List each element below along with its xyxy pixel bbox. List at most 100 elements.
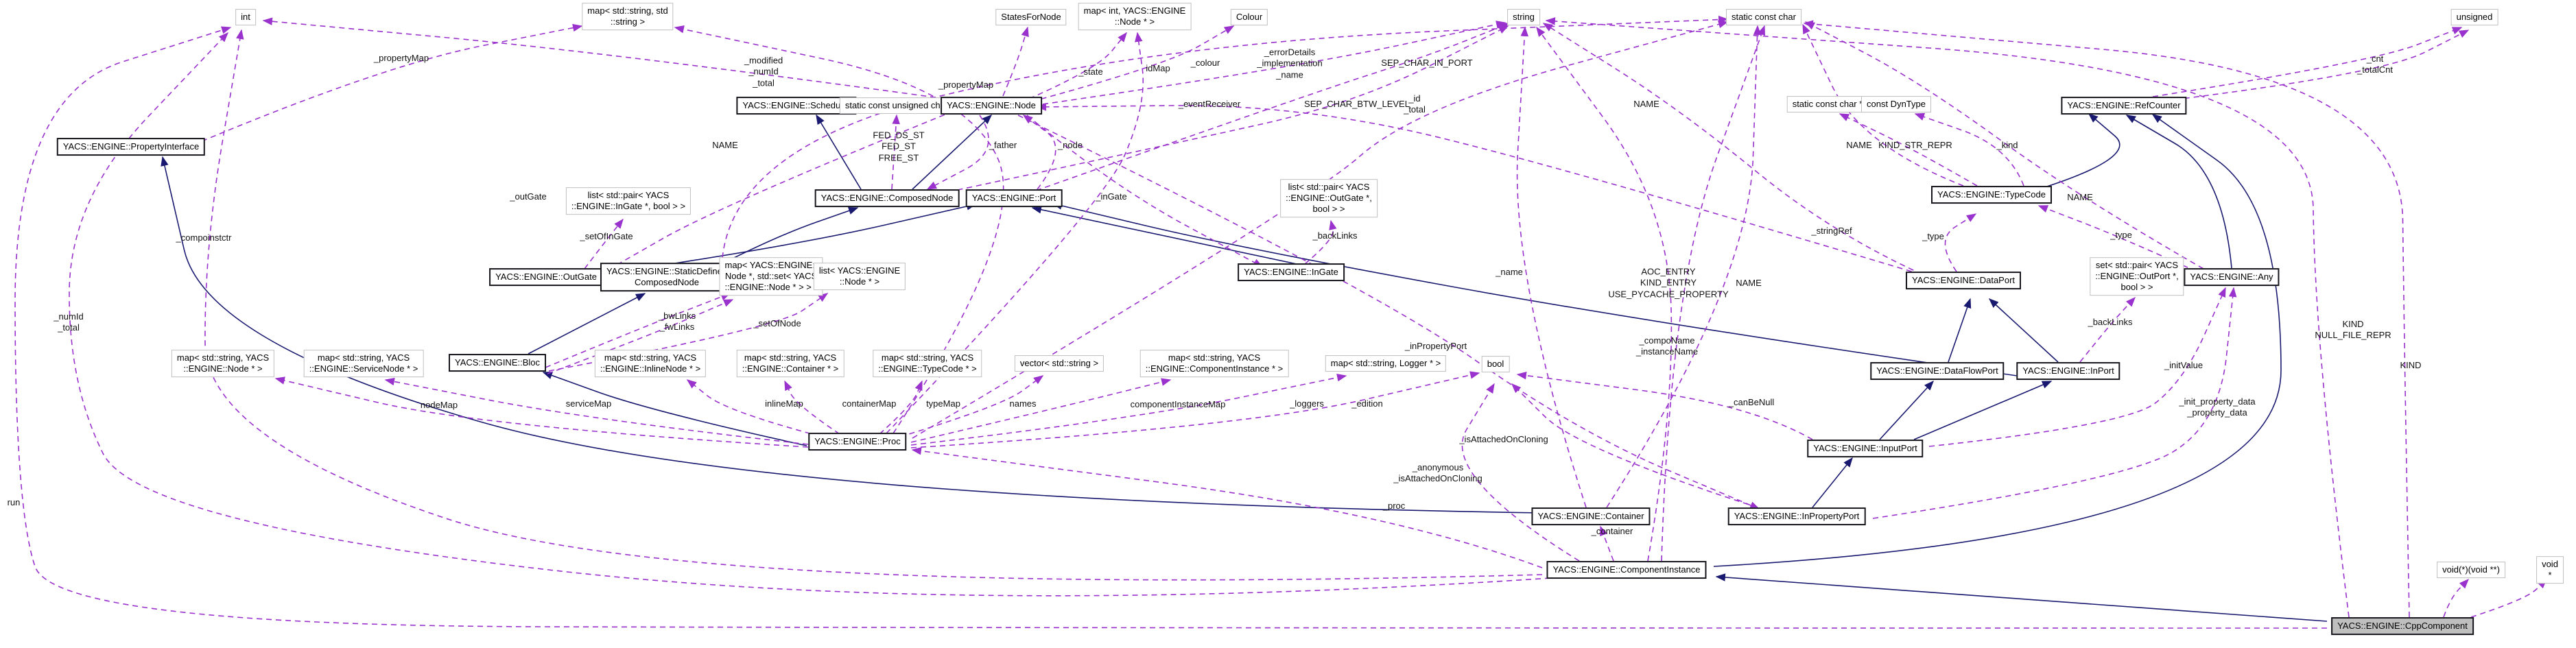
class-box-any[interactable]: YACS::ENGINE::Any — [2184, 268, 2280, 286]
class-box-inport[interactable]: YACS::ENGINE::InPort — [2016, 362, 2120, 380]
type-box-void_ptr: void * — [2536, 556, 2564, 584]
edge-dashed — [1026, 115, 1264, 267]
edge-solid — [1913, 381, 2053, 440]
class-box-propertyinterface[interactable]: YACS::ENGINE::PropertyInterface — [56, 138, 206, 156]
edge-dashed — [1803, 20, 2410, 618]
type-box-map_str_str: map< std::string, std ::string > — [582, 3, 674, 30]
edge-dashed — [547, 299, 734, 374]
edge-dashed — [879, 380, 923, 435]
type-box-map_str_compinst: map< std::string, YACS ::ENGINE::Compone… — [1139, 350, 1289, 377]
class-box-proc[interactable]: YACS::ENGINE::Proc — [808, 433, 907, 451]
type-box-map_int_node: map< int, YACS::ENGINE ::Node * > — [1078, 3, 1192, 30]
edge-dashed — [686, 379, 820, 437]
edge-dashed — [910, 373, 1347, 446]
edge-solid — [1052, 202, 2018, 376]
type-box-list_pair_outgate: list< std::pair< YACS ::ENGINE::OutGate … — [1280, 179, 1378, 217]
edge-solid — [1715, 573, 2328, 622]
class-box-dataflowport[interactable]: YACS::ENGINE::DataFlowPort — [1870, 362, 2005, 380]
edge-dashed — [1542, 23, 1923, 275]
edge-dashed — [1802, 23, 1964, 187]
edge-dashed — [891, 114, 900, 190]
edge-dashed — [2152, 27, 2463, 97]
edge-dashed — [912, 20, 1729, 439]
edge-dashed — [1606, 25, 1762, 508]
edge-dashed — [1536, 26, 1673, 562]
edge-dashed — [1017, 115, 1760, 509]
class-box-bloc[interactable]: YACS::ENGINE::Bloc — [448, 354, 547, 372]
edge-dashed — [1461, 383, 1580, 562]
class-box-port[interactable]: YACS::ENGINE::Port — [965, 189, 1063, 207]
class-box-componentinstance[interactable]: YACS::ENGINE::ComponentInstance — [1546, 561, 1707, 579]
class-box-staticdefined[interactable]: YACS::ENGINE::StaticDefined ComposedNode — [600, 263, 734, 291]
class-box-container[interactable]: YACS::ENGINE::Container — [1531, 507, 1651, 525]
type-box-list_node: list< YACS::ENGINE ::Node * > — [813, 263, 906, 290]
edge-dashed — [14, 26, 2328, 629]
type-box-map_str_container: map< std::string, YACS ::ENGINE::Contain… — [736, 350, 844, 377]
edge-dashed — [1032, 21, 1506, 106]
type-box-map_node_set: map< YACS::ENGINE:: Node *, std::set< YA… — [719, 257, 823, 296]
edge-dashed — [274, 376, 809, 448]
edge-dashed — [2079, 296, 2136, 363]
edge-dashed — [1928, 287, 2226, 447]
edge-solid — [1879, 380, 1934, 440]
edge-solid — [2125, 115, 2232, 269]
type-box-map_str_inlinenode: map< std::string, YACS ::ENGINE::InlineN… — [594, 350, 707, 377]
edge-dashed — [262, 17, 956, 101]
class-box-refcounter[interactable]: YACS::ENGINE::RefCounter — [2061, 97, 2187, 115]
edge-dashed — [1839, 113, 1978, 187]
edge-dashed — [1661, 25, 1765, 562]
class-box-inpropertyport[interactable]: YACS::ENGINE::InPropertyPort — [1727, 507, 1866, 525]
class-box-composednode[interactable]: YACS::ENGINE::ComposedNode — [814, 189, 960, 207]
type-box-colour: Colour — [1230, 9, 1268, 25]
type-box-list_pair_ingate: list< std::pair< YACS ::ENGINE::InGate *… — [565, 187, 692, 215]
edge-dashed — [69, 32, 1551, 597]
edge-dashed — [911, 446, 1543, 568]
edge-solid — [1812, 457, 1853, 508]
class-box-scheduler[interactable]: YACS::ENGINE::Scheduler — [736, 97, 857, 115]
type-box-static_const_char: static const char — [1726, 9, 1801, 25]
edge-dashed — [1872, 287, 2237, 519]
edge-dashed — [938, 25, 1509, 195]
class-box-outgate[interactable]: YACS::ENGINE::OutGate — [489, 268, 603, 286]
class-box-dataport[interactable]: YACS::ENGINE::DataPort — [1905, 272, 2022, 289]
type-box-string: string — [1507, 9, 1540, 25]
edge-dashed — [604, 110, 954, 272]
class-box-inputport[interactable]: YACS::ENGINE::InputPort — [1807, 440, 1924, 457]
class-box-typecode[interactable]: YACS::ENGINE::TypeCode — [1931, 186, 2052, 204]
type-box-int: int — [235, 9, 256, 25]
edge-solid — [1948, 298, 1972, 363]
class-box-cppcomponent[interactable]: YACS::ENGINE::CppComponent — [2331, 617, 2474, 635]
edge-dashed — [201, 23, 583, 142]
edge-dashed — [1944, 213, 1977, 272]
edge-dashed — [1545, 17, 2350, 618]
class-box-node[interactable]: YACS::ENGINE::Node — [941, 97, 1042, 115]
type-box-const_dyntype: const DynType — [1861, 96, 1931, 112]
edge-solid — [1031, 206, 1297, 265]
type-box-static_const_char_ptr: static const char * — [1786, 96, 1869, 112]
edge-solid — [1713, 114, 2282, 567]
edge-dashed — [584, 218, 624, 269]
edge-dashed — [1516, 371, 1813, 440]
type-box-set_pair_outport: set< std::pair< YACS ::ENGINE::OutPort *… — [2090, 257, 2184, 296]
edge-dashed — [899, 375, 1044, 437]
edge-dashed — [1304, 219, 1337, 265]
edge-dashed — [674, 25, 1004, 434]
edge-dashed — [1028, 32, 1127, 99]
edge-solid — [912, 115, 993, 190]
edge-dashed — [1516, 26, 1587, 508]
edge-dashed — [886, 32, 1144, 434]
edge-dashed — [1031, 25, 1235, 102]
edge-dashed — [910, 371, 1480, 448]
type-box-map_str_logger: map< std::string, Logger * > — [1325, 355, 1447, 372]
type-box-map_str_servicenode: map< std::string, YACS ::ENGINE::Service… — [303, 350, 424, 377]
edge-dashed — [784, 380, 840, 435]
type-box-unsigned: unsigned — [2450, 9, 2498, 25]
type-box-static_const_uchar: static const unsigned char — [839, 97, 954, 114]
type-box-bool: bool — [1481, 356, 1510, 372]
edge-dashed — [1914, 112, 2024, 187]
edge-solid — [1988, 298, 2059, 363]
edge-dashed — [384, 377, 809, 445]
class-box-ingate[interactable]: YACS::ENGINE::InGate — [1238, 263, 1345, 281]
